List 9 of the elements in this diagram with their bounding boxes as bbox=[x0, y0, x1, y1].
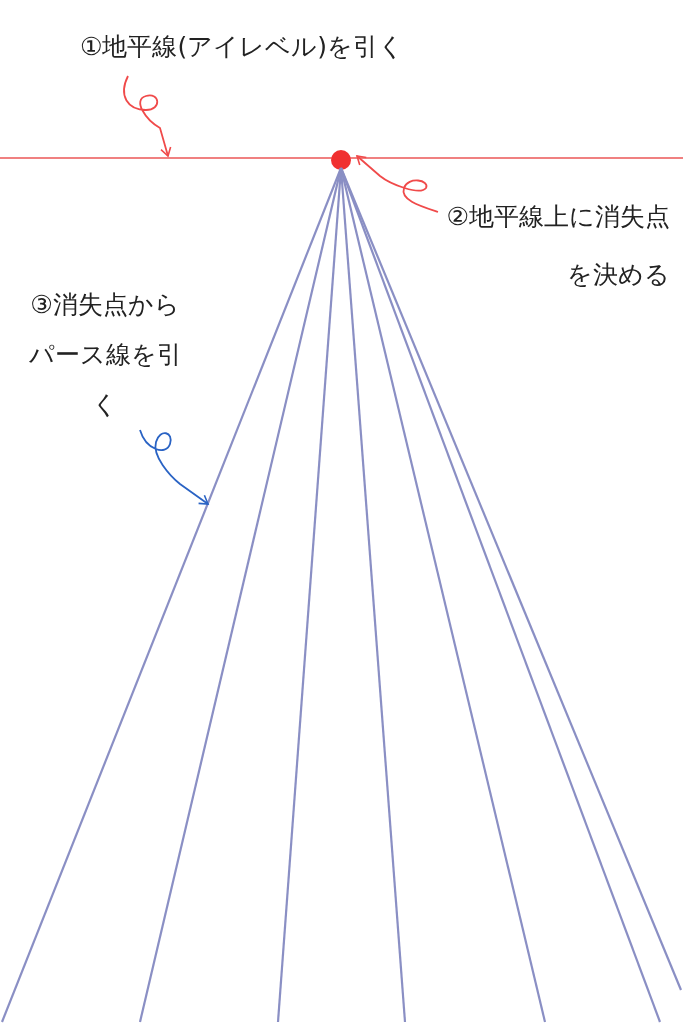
leader-arrow bbox=[123, 75, 172, 157]
instruction-text: ①地平線(アイレベル)を引く bbox=[80, 18, 540, 76]
leader-arrow bbox=[356, 155, 439, 213]
horizon-line bbox=[0, 157, 683, 159]
instruction-text: ③消失点からパース線を引く bbox=[20, 280, 190, 430]
perspective-lines-drawing bbox=[0, 167, 682, 1023]
leader-arrow bbox=[139, 429, 209, 505]
instruction-text: ②地平線上に消失点を決める bbox=[430, 188, 670, 304]
vanishing-point-dot bbox=[331, 150, 351, 170]
